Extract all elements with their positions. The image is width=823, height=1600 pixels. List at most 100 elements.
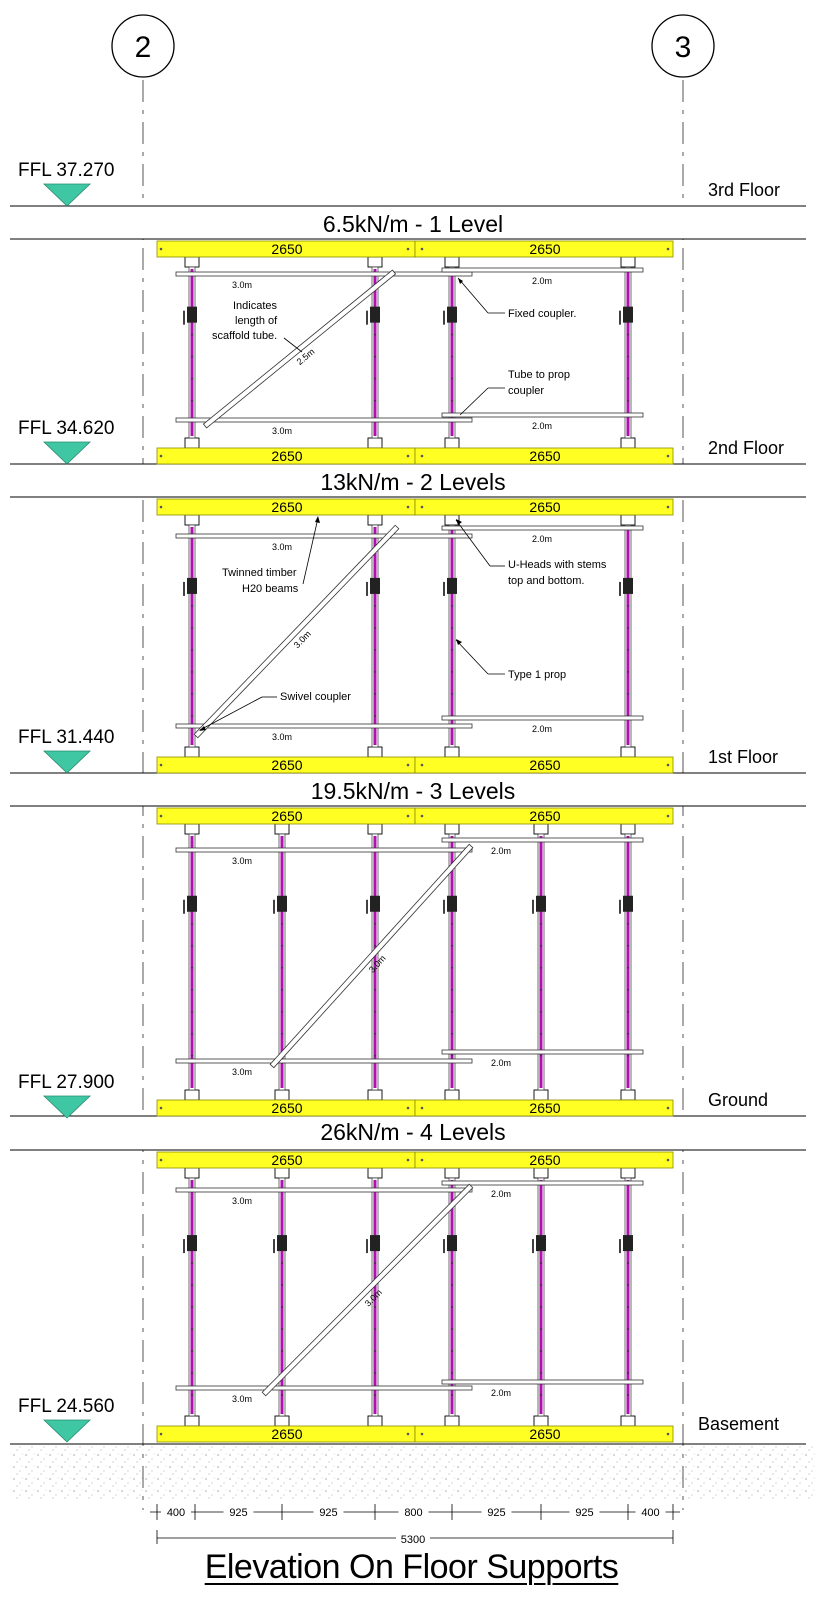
beam-bolt: [159, 1106, 163, 1110]
annotation-fixed-coupler: Fixed coupler.: [457, 277, 576, 320]
beam-bolt: [406, 1158, 410, 1162]
pin-hole: [191, 355, 193, 358]
pin-hole: [451, 1284, 453, 1286]
tube-length-label: 2.0m: [491, 1189, 511, 1199]
pin-hole: [374, 1262, 376, 1264]
floor-name: Ground: [708, 1090, 768, 1110]
pin-hole: [627, 1284, 629, 1286]
prop-collar: [187, 895, 197, 912]
u-head-top: [184, 823, 200, 835]
floor-name: 2nd Floor: [708, 438, 784, 458]
pin-hole: [627, 988, 629, 991]
tube-body: [175, 1058, 473, 1064]
pin-hole: [281, 922, 283, 925]
beam-bolt: [666, 454, 670, 458]
pin-hole: [374, 715, 376, 717]
grid-marker-2: 2: [111, 14, 175, 78]
prop-collar: [447, 895, 457, 912]
pin-hole: [627, 1372, 629, 1374]
annotation-tube-to-prop: Tube to prop coupler: [459, 369, 570, 416]
beam-length-label: 2650: [271, 1100, 302, 1116]
diagonal-tube: 2.5m: [202, 269, 397, 429]
pin-hole: [540, 1394, 542, 1396]
diagonal-body: [193, 524, 400, 739]
tube-body: [441, 1379, 644, 1385]
u-head-top: [444, 823, 460, 835]
prop: [183, 1167, 200, 1427]
pin-hole: [627, 1010, 629, 1013]
pin-hole: [627, 1262, 629, 1264]
u-head-bottom: [444, 1089, 460, 1101]
scaffold-tube: 3.0m: [175, 1187, 473, 1206]
beam-right: [414, 1151, 674, 1169]
load-labels: 6.5kN/m - 1 Level 13kN/m - 2 Levels 19.5…: [311, 211, 516, 1145]
pin-hole: [540, 1328, 542, 1330]
ffl-label: FFL 34.620: [18, 418, 114, 439]
pin-hole: [627, 377, 629, 380]
pin-hole: [374, 1372, 376, 1374]
u-head-bottom: [620, 437, 636, 449]
pin-hole: [451, 333, 453, 336]
prop-collar: [187, 306, 197, 323]
pin-hole: [191, 605, 193, 607]
level-marker-icon: [43, 1419, 91, 1443]
beam-bolt: [666, 814, 670, 818]
pin-hole: [191, 944, 193, 947]
pin-hole: [374, 605, 376, 607]
prop-collar: [370, 306, 380, 323]
annotation-line: top and bottom.: [508, 575, 584, 587]
scaffold-tube: 2.0m: [441, 525, 644, 544]
pin-hole: [540, 1032, 542, 1035]
pin-hole: [627, 1394, 629, 1396]
pin-hole: [374, 922, 376, 925]
beam-bolt: [159, 814, 163, 818]
annotation-line: Tube to prop: [508, 369, 570, 381]
u-head-top: [367, 256, 383, 268]
beam-bolt: [159, 454, 163, 458]
diagonal-body: [202, 269, 397, 429]
prop-collar: [370, 1235, 380, 1252]
tube-body: [175, 1385, 473, 1391]
pin-hole: [374, 1350, 376, 1352]
pin-hole: [627, 693, 629, 695]
floor-slab: [10, 206, 806, 239]
pin-hole: [374, 333, 376, 336]
beam-right: [414, 1425, 674, 1443]
pin-hole: [627, 355, 629, 358]
grid-label-3: 3: [675, 31, 692, 64]
tube-body: [175, 271, 473, 277]
pin-hole: [451, 1010, 453, 1013]
floor-level: FFL 24.560 Basement: [18, 1396, 779, 1443]
pin-hole: [281, 1394, 283, 1396]
pin-hole: [451, 1306, 453, 1308]
pin-hole: [191, 649, 193, 651]
u-head-top: [274, 1167, 290, 1179]
prop: [619, 514, 636, 758]
beam-bolt: [666, 763, 670, 767]
pin-hole: [374, 627, 376, 629]
scaffold-tube: 2.0m: [441, 412, 644, 431]
grid-marker-3: 3: [651, 14, 715, 78]
beam-bolt: [406, 763, 410, 767]
prop: [443, 514, 460, 758]
floor-slabs: [10, 205, 806, 1445]
beam-length-label: 2650: [529, 1100, 560, 1116]
beam-length-label: 2650: [271, 241, 302, 257]
pin-hole: [191, 966, 193, 969]
beam-bolt: [666, 1158, 670, 1162]
prop-collar: [277, 1235, 287, 1252]
annotation-line: coupler: [508, 385, 544, 397]
beam-bolt: [420, 763, 424, 767]
pin-hole: [540, 922, 542, 925]
tube-body: [441, 1049, 644, 1055]
dimension-segment: 800: [404, 1507, 422, 1519]
u-head-bottom: [274, 1089, 290, 1101]
pin-hole: [374, 377, 376, 380]
prop: [443, 1167, 460, 1427]
tube-length-label: 3.0m: [232, 856, 252, 866]
tube-length-label: 3.0m: [232, 280, 252, 290]
